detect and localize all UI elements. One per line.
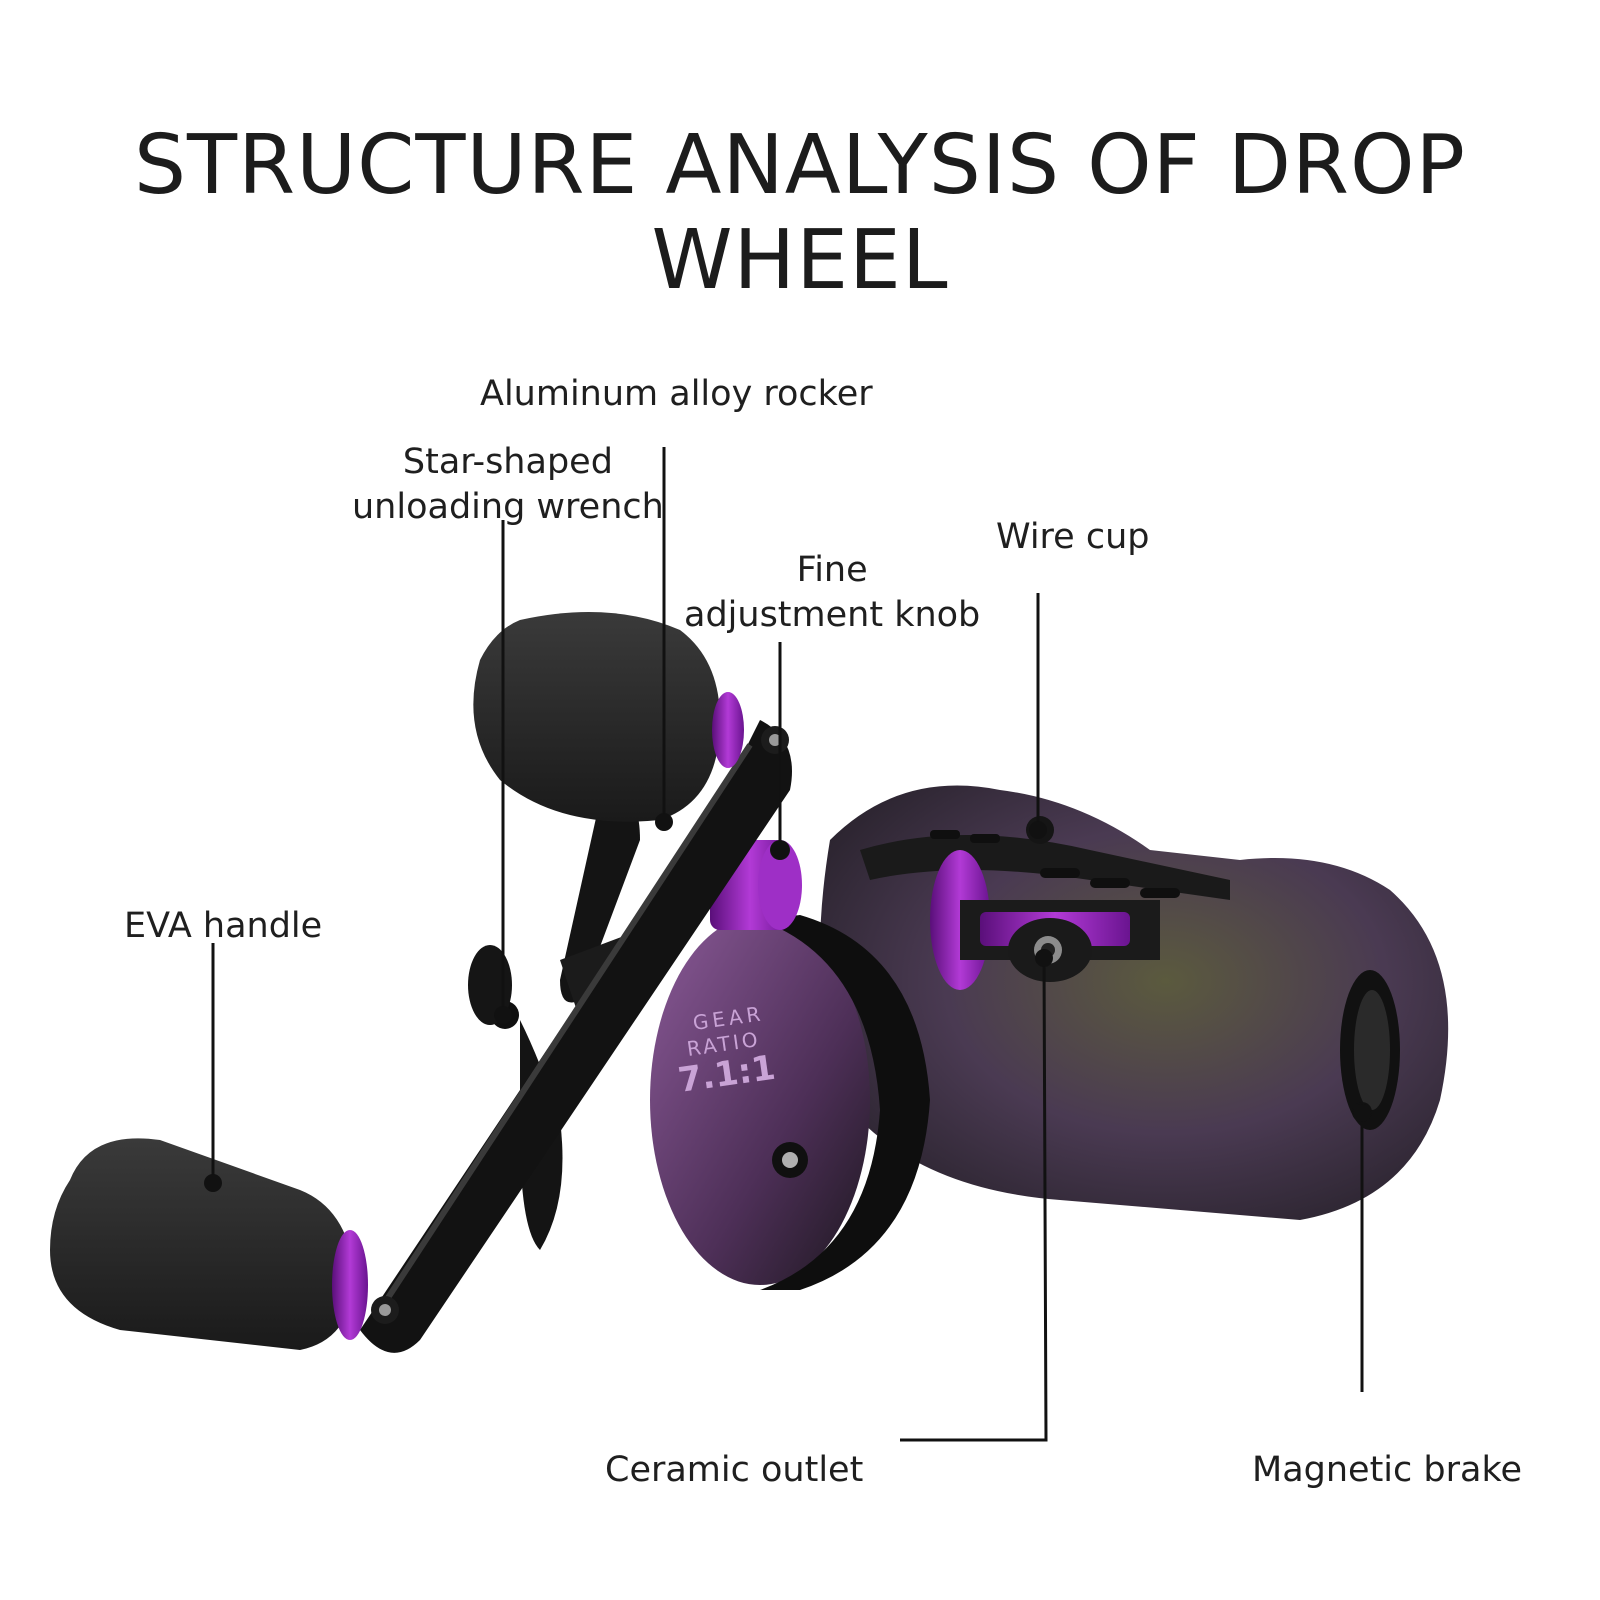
page-title: STRUCTURE ANALYSIS OF DROP WHEEL bbox=[134, 118, 1466, 308]
label-text: Wire cup bbox=[996, 517, 1150, 557]
label-aluminum-alloy-rocker: Aluminum alloy rocker bbox=[480, 372, 873, 417]
label-eva-handle: EVA handle bbox=[124, 904, 322, 949]
label-text: Ceramic outlet bbox=[605, 1450, 864, 1490]
label-text-line-2: adjustment knob bbox=[684, 595, 981, 635]
side-plate bbox=[650, 915, 930, 1290]
upper-eva-knob bbox=[473, 612, 744, 822]
callout-lines bbox=[211, 447, 1364, 1442]
callout-line-ceramic bbox=[900, 957, 1048, 1442]
label-text-line-2: unloading wrench bbox=[352, 487, 664, 527]
frame-vent-slots bbox=[930, 830, 1180, 898]
lower-eva-knob bbox=[50, 1138, 368, 1350]
label-magnetic-brake: Magnetic brake bbox=[1252, 1448, 1522, 1493]
callout-dots bbox=[204, 813, 1371, 1192]
ceramic-outlet-guide bbox=[1008, 918, 1092, 982]
magnetic-brake-dial bbox=[1340, 970, 1400, 1130]
label-text-line-1: Star-shaped bbox=[402, 442, 613, 482]
label-ceramic-outlet: Ceramic outlet bbox=[605, 1448, 863, 1493]
label-fine-adjustment-knob: Fine adjustment knob bbox=[684, 548, 980, 638]
label-text: EVA handle bbox=[124, 906, 323, 946]
label-text-line-1: Fine bbox=[796, 550, 868, 590]
label-text: Magnetic brake bbox=[1252, 1450, 1523, 1490]
label-wire-cup: Wire cup bbox=[996, 515, 1149, 560]
handle-crank-arm bbox=[360, 720, 792, 1353]
label-star-shaped-unloading-wrench: Star-shaped unloading wrench bbox=[352, 440, 664, 530]
label-text: Aluminum alloy rocker bbox=[480, 374, 873, 414]
